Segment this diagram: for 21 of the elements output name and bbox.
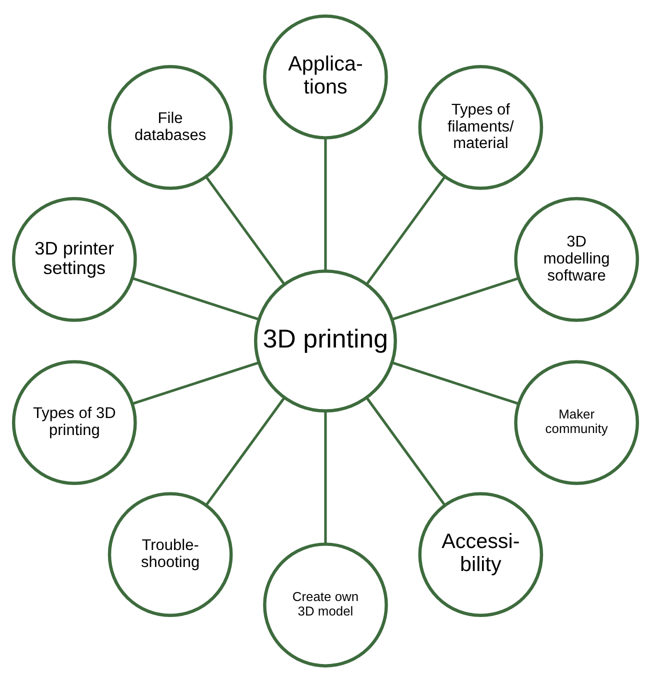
connector <box>392 360 520 404</box>
node-circle: File databases <box>108 64 233 190</box>
connector <box>132 276 260 320</box>
connector <box>366 396 446 506</box>
node-circle: 3D printing <box>254 269 397 412</box>
connector <box>324 410 327 544</box>
node-circle: Maker community <box>514 360 640 485</box>
connector <box>366 175 446 285</box>
node-circle: Types of 3D printing <box>12 360 137 485</box>
node-circle: Applica- tions <box>263 14 388 139</box>
node-circle: 3D printer settings <box>12 196 137 322</box>
node-circle: 3D modelling software <box>514 196 640 322</box>
connector <box>324 137 327 270</box>
node-circle: Accessi- bility <box>418 492 544 617</box>
connector <box>205 175 286 285</box>
node-circle: Types of filaments/ material <box>418 64 544 190</box>
node-circle: Trouble- shooting <box>108 492 233 617</box>
node-circle: Create own 3D model <box>263 542 388 667</box>
connector <box>392 276 520 320</box>
connector <box>132 360 260 404</box>
connector <box>205 396 286 506</box>
